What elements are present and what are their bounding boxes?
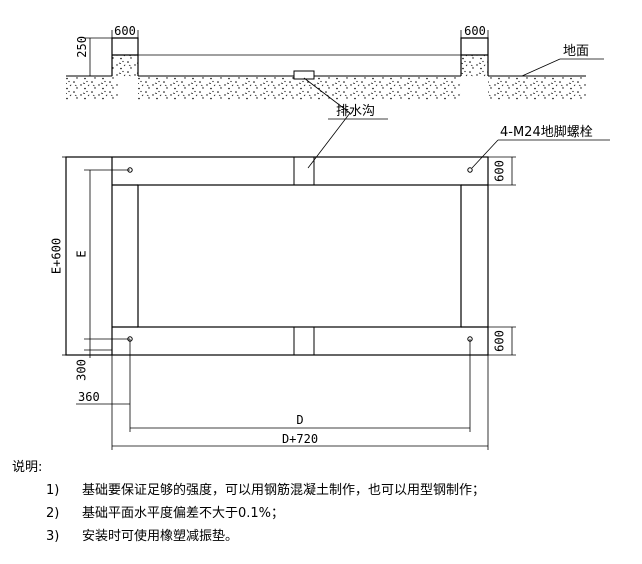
bolt-hole [467,167,473,173]
note-number: 3) [46,529,60,544]
dim-total-length: E+600 [50,238,64,274]
notes-title: 说明: [12,460,43,475]
ground-gravel [66,55,586,100]
label-anchor-bolts: 4-M24地脚螺栓 [500,124,593,140]
elevation-view: 600 600 250 地面 [66,24,604,100]
note-number: 2) [46,506,60,521]
drain-channels-plan [293,156,315,356]
dim-top-height: 250 [75,36,89,58]
note-item: 1) 基础要保证足够的强度，可以用钢筋混凝土制作，也可以用型钢制作； [12,479,637,502]
note-text: 安装时可使用橡塑减振垫。 [82,529,239,544]
foundation-drawing: 600 600 250 地面 [50,24,610,450]
plan-view: 排水沟 4-M24地脚螺栓 600 600 E+600 E 3 [50,77,610,450]
foundation-inner-opening [137,184,462,328]
dim-side-width-lower: 600 [493,330,507,352]
bolt-leader [471,139,610,169]
length-dimensions-left [62,156,130,358]
drain-leader [303,77,388,169]
note-text: 基础要保证足够的强度，可以用钢筋混凝土制作，也可以用型钢制作； [82,483,486,498]
note-item: 3) 安装时可使用橡塑减振垫。 [12,525,637,548]
foundation-outer-outline [65,156,489,356]
side-dimensions-right [488,156,516,356]
note-item: 2) 基础平面水平度偏差不大于0.1%； [12,502,637,525]
width-dimensions-bottom [76,339,489,450]
dim-top-width-left: 600 [114,24,136,38]
foundation-piers [111,37,489,76]
label-ground: 地面 [563,44,589,59]
dim-side-width-upper: 600 [493,160,507,182]
top-dimensions [84,30,489,77]
dim-bolt-span: D [296,413,303,427]
label-drain: 排水沟 [336,104,375,119]
notes-section: 说明: 1) 基础要保证足够的强度，可以用钢筋混凝土制作，也可以用型钢制作； 2)… [12,456,637,548]
note-text: 基础平面水平度偏差不大于0.1%； [82,506,285,521]
dim-total-width: D+720 [282,432,318,446]
drain-channel [293,70,315,80]
dim-inner-length: E [75,250,89,257]
dim-left-offset: 360 [78,390,100,404]
anchor-bolts [127,167,473,342]
ground-leader [521,58,604,77]
dim-top-width-right: 600 [464,24,486,38]
dim-bottom-offset: 300 [75,359,89,381]
note-number: 1) [46,483,60,498]
